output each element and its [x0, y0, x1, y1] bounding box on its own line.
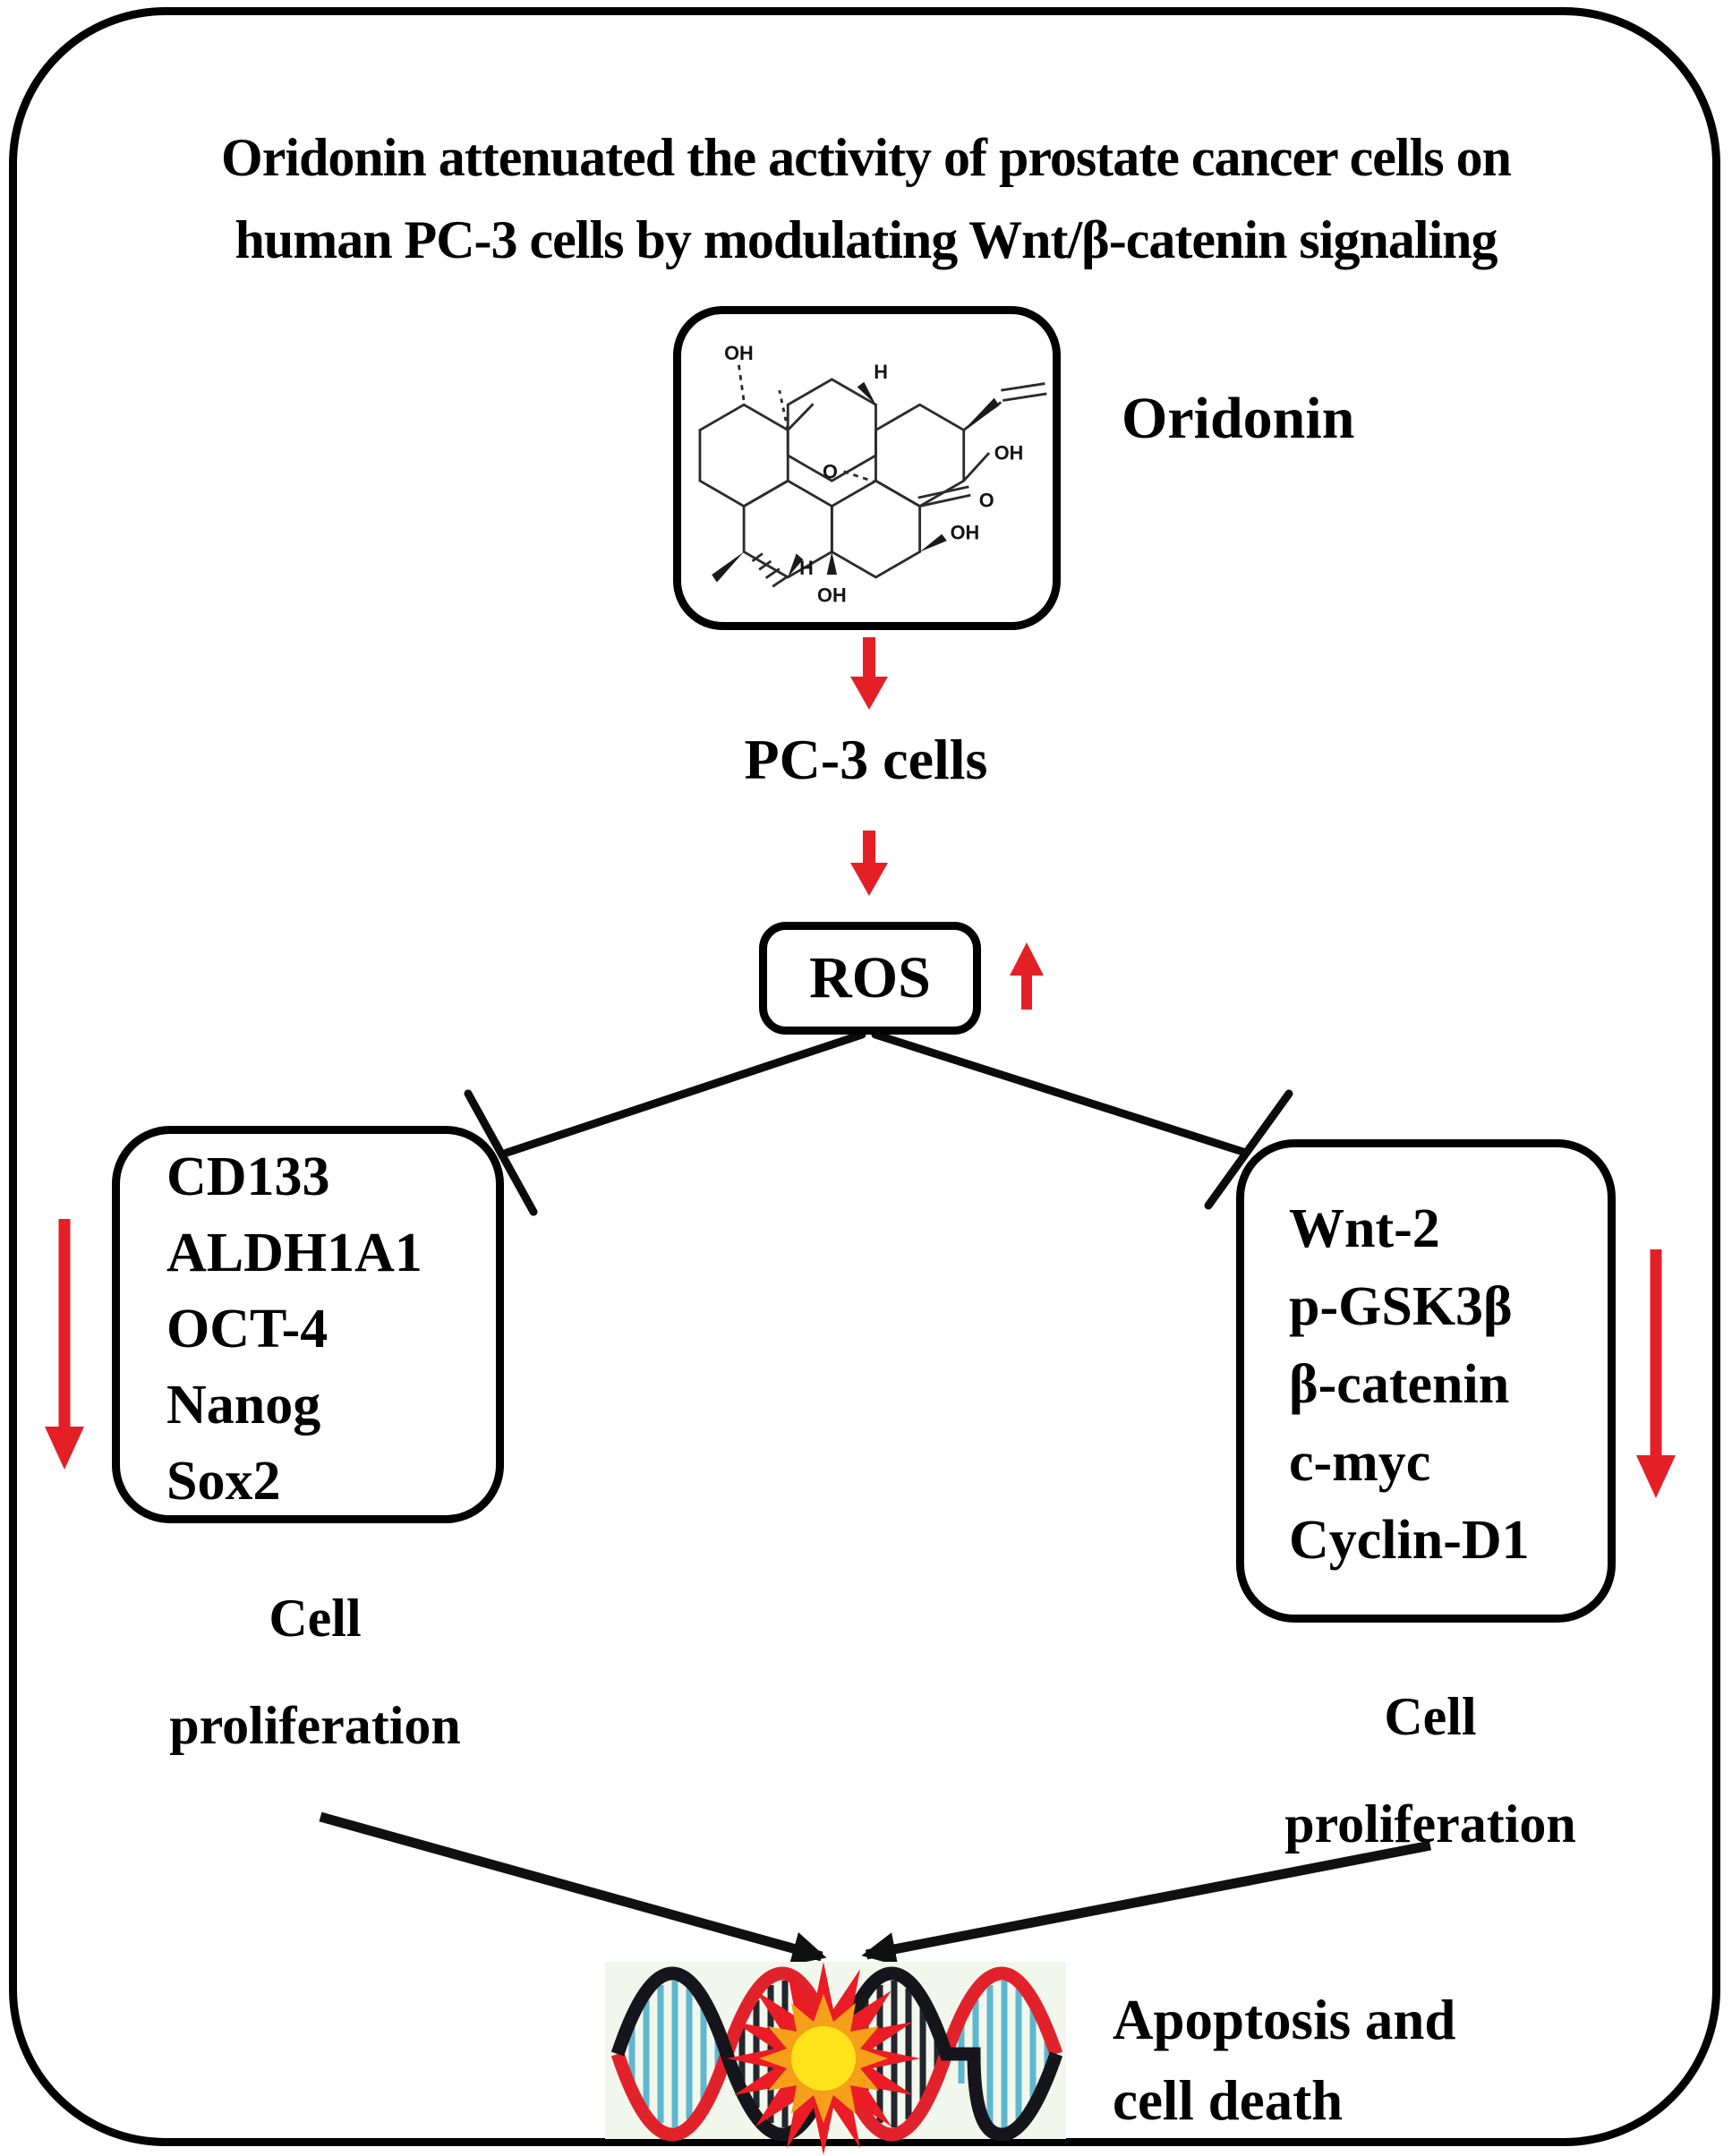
wnt-pathway-box: Wnt-2 p-GSK3β β-catenin c-myc Cyclin-D1	[1236, 1139, 1616, 1623]
inhibition-line-right	[871, 1030, 1293, 1210]
red-down-arrow-2	[850, 831, 888, 896]
atom-o-center: O	[823, 460, 838, 482]
right-apoptosis-arrow	[861, 1840, 1432, 1966]
gene-c-myc: c-myc	[1289, 1432, 1431, 1493]
apoptosis-line2: cell death	[1113, 2069, 1344, 2132]
right-cell-proliferation-caption: Cell proliferation	[1207, 1663, 1654, 1878]
left-cell-proliferation-caption: Cell proliferation	[91, 1564, 539, 1779]
gene-wnt2: Wnt-2	[1289, 1198, 1440, 1259]
figure-title: Oridonin attenuated the activity of pros…	[27, 116, 1705, 281]
atom-oh-right: OH	[994, 442, 1024, 464]
burst-core	[791, 2026, 856, 2091]
oridonin-structure-box: OH H OH O O OH H OH	[673, 306, 1061, 630]
atom-oh-bottom: OH	[817, 584, 847, 606]
gene-aldh1a1: ALDH1A1	[166, 1223, 422, 1283]
left-decrease-arrow	[45, 1219, 84, 1470]
stemness-gene-box: CD133 ALDH1A1 OCT-4 Nanog Sox2	[112, 1126, 504, 1523]
gene-p-gsk3b: p-GSK3β	[1289, 1276, 1513, 1337]
ros-increase-arrow	[1010, 942, 1044, 1010]
figure-title-line1: Oridonin attenuated the activity of pros…	[221, 128, 1512, 187]
apoptosis-label: Apoptosis and cell death	[1113, 1980, 1455, 2141]
left-caption-line2: proliferation	[169, 1696, 461, 1755]
apoptosis-line1: Apoptosis and	[1113, 1989, 1456, 2051]
left-apoptosis-arrow	[319, 1811, 827, 1965]
bold-wedge-bonds	[712, 381, 1000, 583]
ros-box: ROS	[759, 922, 981, 1035]
atom-h-top: H	[874, 361, 888, 383]
figure-border	[9, 7, 1720, 2146]
inhibition-line-left	[464, 1030, 866, 1216]
red-down-arrow-1	[850, 637, 888, 710]
left-caption-line1: Cell	[269, 1589, 362, 1648]
figure-title-line2: human PC-3 cells by modulating Wnt/β-cat…	[235, 210, 1497, 269]
dna-strand-dark	[610, 1966, 1063, 2142]
ros-label: ROS	[809, 945, 931, 1010]
right-caption-line1: Cell	[1384, 1687, 1477, 1746]
right-caption-line2: proliferation	[1284, 1794, 1576, 1853]
right-decrease-arrow	[1636, 1249, 1676, 1498]
pc3-cells-label: PC-3 cells	[744, 728, 988, 791]
atom-o-carbonyl: O	[979, 490, 994, 512]
gene-oct4: OCT-4	[166, 1299, 328, 1359]
gene-nanog: Nanog	[166, 1375, 321, 1436]
atom-oh-lower-right: OH	[951, 521, 980, 543]
gene-b-catenin: β-catenin	[1289, 1354, 1510, 1415]
oridonin-structure-drawing: OH H OH O O OH H OH	[698, 342, 1047, 606]
oridonin-label: Oridonin	[1122, 386, 1355, 451]
gene-cd133: CD133	[166, 1146, 330, 1207]
gene-cyclin-d1: Cyclin-D1	[1289, 1510, 1530, 1571]
atom-oh-top: OH	[724, 342, 754, 364]
gene-sox2: Sox2	[166, 1451, 281, 1512]
atom-h-bottom: H	[799, 557, 814, 579]
dna-damage-image	[605, 1962, 1066, 2155]
dna-rungs-left	[628, 1981, 721, 2127]
